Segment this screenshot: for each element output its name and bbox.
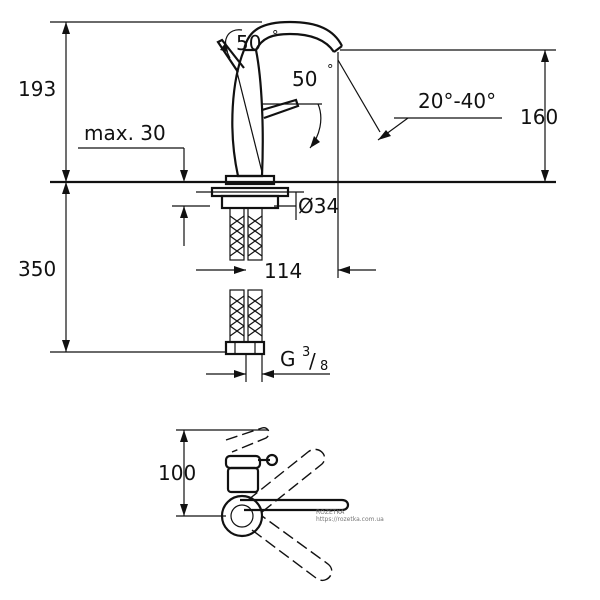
mounting-assembly xyxy=(196,174,304,210)
label-deg-1: ° xyxy=(272,29,279,44)
faucet-body-facet xyxy=(235,67,263,173)
handle-arc-arrow-2 xyxy=(310,136,320,148)
spout-inner xyxy=(255,32,335,53)
label-160: 160 xyxy=(520,105,558,129)
spout-outer xyxy=(242,20,343,51)
spout-top-view xyxy=(240,498,350,512)
label-angle-2: 50 xyxy=(292,67,317,91)
handle-arc-arrow-1 xyxy=(220,42,228,52)
label-angle-1: 50 xyxy=(236,31,261,55)
handle-lever-upper xyxy=(216,38,245,73)
dimension-hole-diameter xyxy=(274,192,297,220)
dimension-193 xyxy=(50,21,262,182)
dimension-160 xyxy=(340,49,556,182)
dimension-350 xyxy=(50,182,226,353)
dimension-100 xyxy=(176,429,268,517)
spout-tip xyxy=(333,45,343,53)
label-thread-num: 3 xyxy=(302,345,310,360)
label-spout-angle: 20°-40° xyxy=(418,89,496,113)
dimension-spout-angle xyxy=(337,59,502,141)
top-view-body xyxy=(220,453,350,538)
label-100: 100 xyxy=(158,461,196,485)
watermark: ROZETKA https://rozetka.com.ua xyxy=(316,509,384,523)
label-hole-diameter: Ø34 xyxy=(298,194,339,218)
watermark-brand: ROZETKA xyxy=(316,509,345,516)
swivel-positions xyxy=(225,426,333,582)
dimension-max-30 xyxy=(78,147,210,246)
label-thread-slash: / xyxy=(309,349,316,373)
label-193: 193 xyxy=(18,77,56,101)
handle-angle-arc-1 xyxy=(225,29,243,59)
label-114: 114 xyxy=(264,259,302,283)
label-350: 350 xyxy=(18,257,56,281)
flex-hoses xyxy=(224,207,266,356)
label-max-30: max. 30 xyxy=(84,121,166,145)
dimension-thread xyxy=(206,354,330,382)
watermark-url: https://rozetka.com.ua xyxy=(316,516,384,523)
label-deg-2: ° xyxy=(327,63,334,78)
dimension-114 xyxy=(196,182,376,278)
label-thread-den: 8 xyxy=(320,359,328,374)
handle-lever-rotated xyxy=(261,98,300,120)
label-thread-g: G xyxy=(280,347,296,371)
